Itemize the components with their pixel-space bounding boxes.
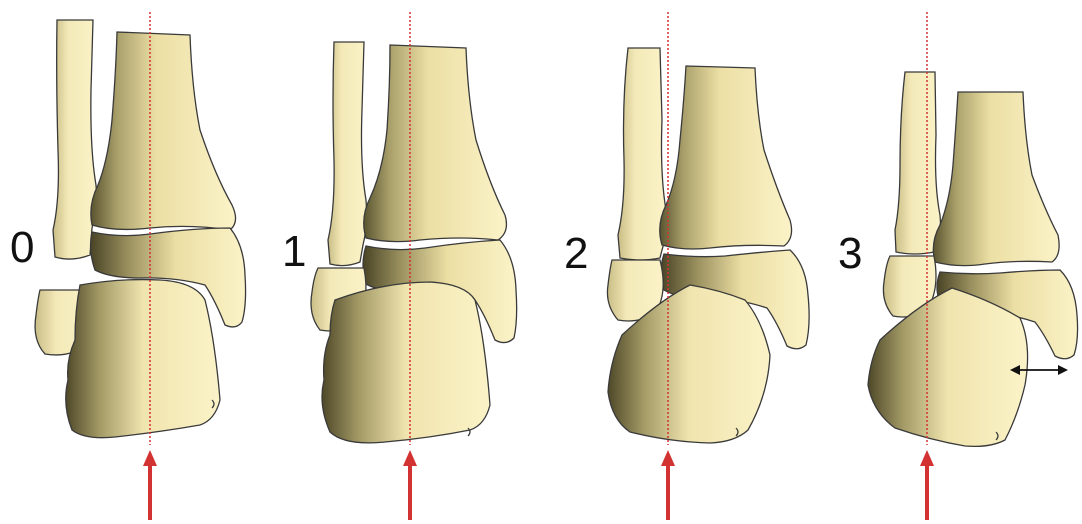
fibula-shaft-0 (53, 20, 97, 259)
fibula-shaft-1 (328, 42, 367, 266)
panel-2 (607, 12, 809, 520)
grade-label-1: 1 (282, 230, 306, 274)
grade-label-3: 3 (838, 232, 862, 276)
tibia-3 (933, 92, 1059, 266)
grade-label-2: 2 (564, 232, 588, 276)
tibia-2 (660, 66, 792, 249)
tibia-0 (91, 32, 236, 230)
calcaneus-0 (66, 280, 220, 438)
double-headed-arrow-icon (1010, 365, 1068, 375)
panel-1 (311, 12, 517, 520)
panel-0 (35, 12, 246, 520)
up-arrow-icon (403, 450, 417, 466)
up-arrow-icon (143, 450, 157, 466)
fibula-shaft-3 (895, 72, 941, 254)
up-arrow-icon (920, 450, 934, 466)
calcaneus-1 (322, 282, 490, 443)
up-arrow-icon (661, 450, 675, 466)
tibia-1 (364, 45, 507, 242)
grade-label-0: 0 (10, 226, 34, 270)
panel-3 (868, 12, 1078, 520)
